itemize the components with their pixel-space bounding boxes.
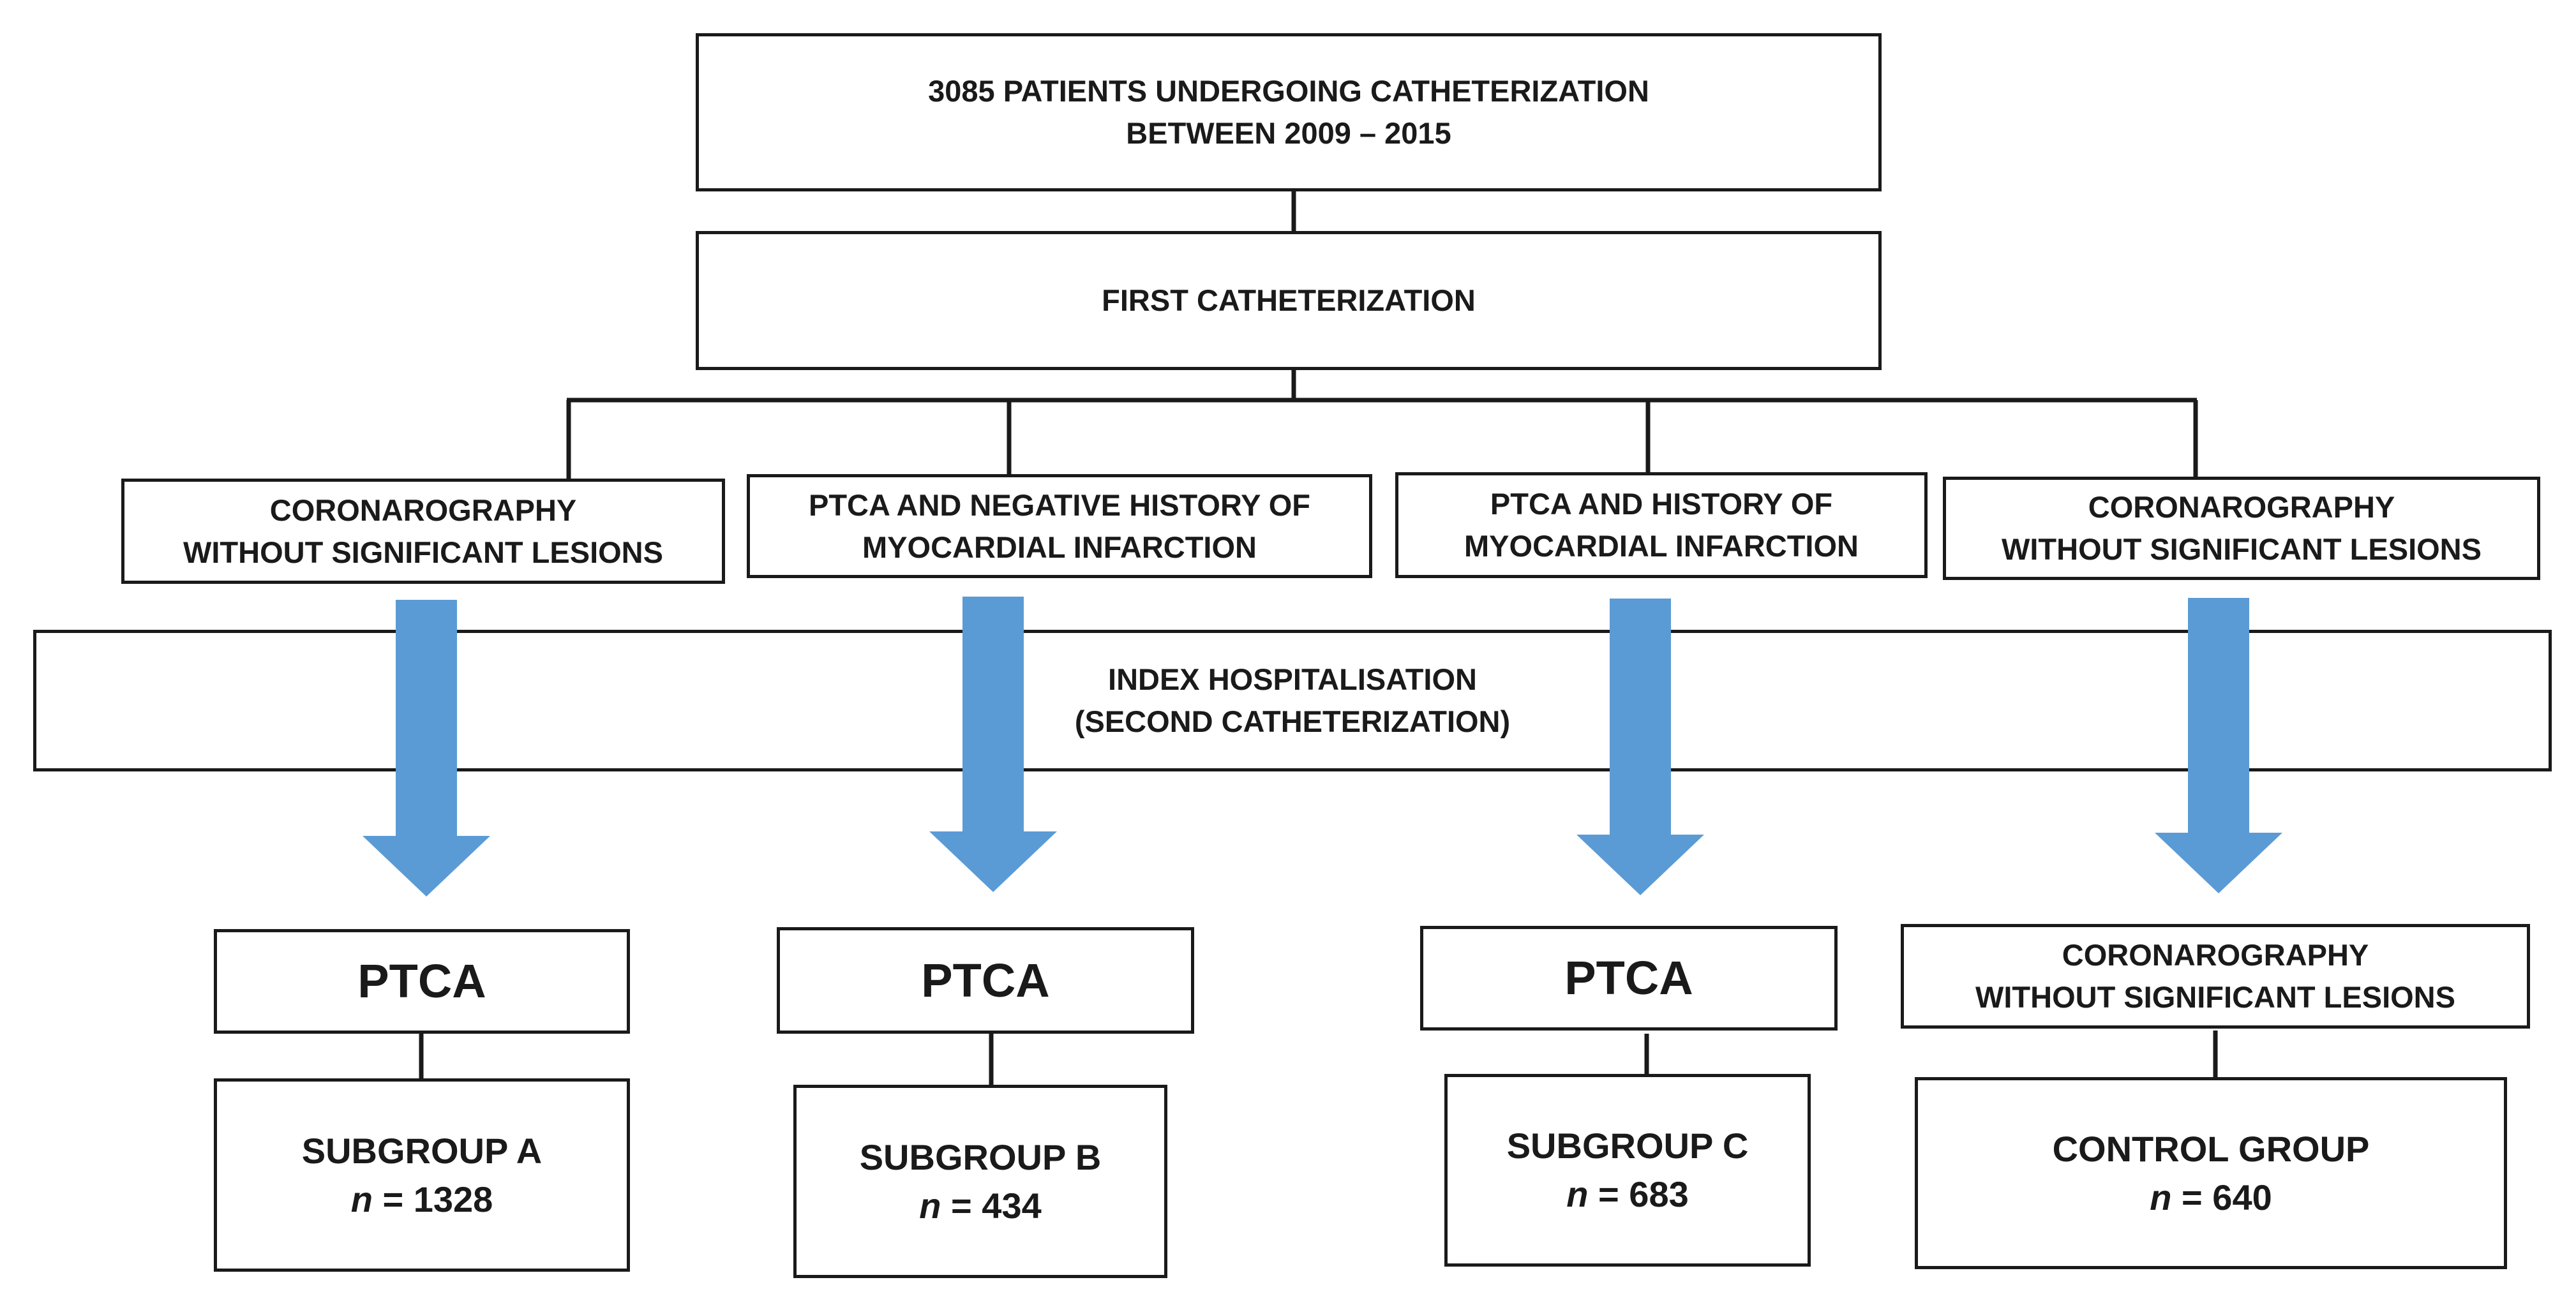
procedure-4-line1: CORONAROGRAPHY [2062,938,2369,972]
group-a-count: n = 1328 [351,1175,493,1224]
down-arrow-1 [363,600,490,897]
category-box-4: CORONAROGRAPHY WITHOUT SIGNIFICANT LESIO… [1943,477,2540,580]
category-1-line2: WITHOUT SIGNIFICANT LESIONS [183,535,663,569]
group-c-n-symbol: n [1566,1174,1589,1214]
first-catheterization-label: FIRST CATHETERIZATION [1102,283,1476,317]
total-patients-box: 3085 PATIENTS UNDERGOING CATHETERIZATION… [696,33,1882,191]
procedure-4-line2: WITHOUT SIGNIFICANT LESIONS [1975,980,2455,1014]
group-c-n-value: = 683 [1598,1174,1689,1214]
group-box-control: CONTROL GROUP n = 640 [1915,1077,2507,1269]
total-patients-line1: 3085 PATIENTS UNDERGOING CATHETERIZATION [928,74,1649,108]
procedure-box-1: PTCA [214,929,630,1034]
first-catheterization-box: FIRST CATHETERIZATION [696,231,1882,370]
group-b-name: SUBGROUP B [859,1136,1102,1177]
group-b-n-symbol: n [919,1185,941,1226]
group-c-name: SUBGROUP C [1506,1126,1749,1166]
control-group-count: n = 640 [2150,1173,2272,1222]
category-1-line1: CORONAROGRAPHY [269,493,577,527]
group-a-n-symbol: n [350,1179,373,1219]
group-box-b: SUBGROUP B n = 434 [793,1085,1167,1278]
procedure-3-label: PTCA [1564,951,1693,1004]
group-a-name: SUBGROUP A [301,1130,543,1171]
procedure-box-2: PTCA [777,927,1194,1034]
category-4-line2: WITHOUT SIGNIFICANT LESIONS [2002,532,2482,566]
category-3-line1: PTCA AND HISTORY OF [1490,487,1833,521]
category-2-line2: MYOCARDIAL INFARCTION [862,530,1257,564]
category-3-line2: MYOCARDIAL INFARCTION [1464,529,1859,563]
category-box-1: CORONAROGRAPHY WITHOUT SIGNIFICANT LESIO… [121,479,725,584]
procedure-box-3: PTCA [1420,926,1838,1031]
control-group-n-value: = 640 [2182,1177,2272,1217]
index-hospitalisation-line2: (SECOND CATHETERIZATION) [1074,704,1511,738]
index-hospitalisation-line1: INDEX HOSPITALISATION [1108,662,1477,696]
procedure-1-label: PTCA [357,955,486,1008]
category-box-2: PTCA AND NEGATIVE HISTORY OF MYOCARDIAL … [747,474,1372,578]
down-arrow-4 [2155,598,2282,893]
category-box-3: PTCA AND HISTORY OF MYOCARDIAL INFARCTIO… [1395,472,1928,578]
control-group-name: CONTROL GROUP [2052,1128,2370,1169]
down-arrow-3 [1576,599,1704,895]
category-4-line1: CORONAROGRAPHY [2088,490,2395,524]
category-2-line1: PTCA AND NEGATIVE HISTORY OF [808,488,1310,522]
total-patients-line2: BETWEEN 2009 – 2015 [1126,116,1451,150]
group-box-a: SUBGROUP A n = 1328 [214,1078,630,1272]
group-b-count: n = 434 [919,1182,1041,1230]
group-b-n-value: = 434 [951,1185,1042,1226]
procedure-box-4: CORONAROGRAPHY WITHOUT SIGNIFICANT LESIO… [1901,924,2530,1029]
group-c-count: n = 683 [1566,1170,1688,1219]
group-box-c: SUBGROUP C n = 683 [1444,1074,1811,1267]
down-arrow-2 [929,597,1057,892]
procedure-2-label: PTCA [921,953,1050,1007]
control-group-n-symbol: n [2150,1177,2172,1217]
group-a-n-value: = 1328 [382,1179,493,1219]
